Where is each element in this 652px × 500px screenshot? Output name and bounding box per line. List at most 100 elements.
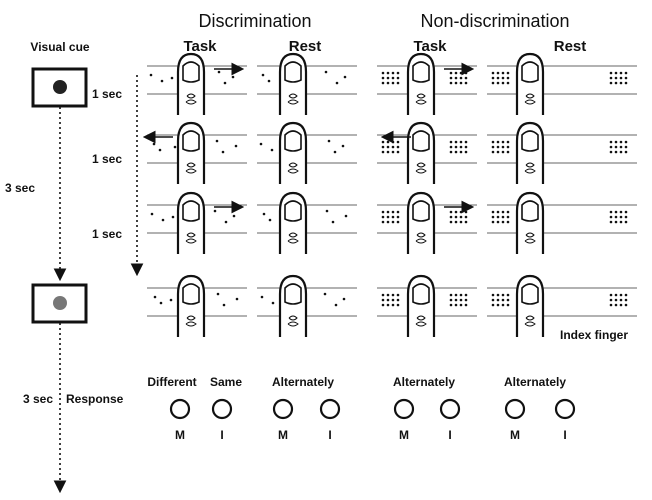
braille-dot: [396, 81, 400, 85]
response-button[interactable]: [439, 398, 461, 420]
braille-dot: [464, 210, 468, 214]
finger-outline: [176, 274, 206, 337]
response-button[interactable]: [393, 398, 415, 420]
braille-dot: [501, 298, 505, 302]
braille-dot: [386, 81, 390, 85]
braille-dot: [609, 76, 613, 80]
one-sec-label-1: 1 sec: [92, 87, 122, 101]
braille-dot: [216, 292, 220, 296]
braille-dot: [464, 71, 468, 75]
fingerprint-lines: [287, 93, 299, 105]
braille-dot: [391, 303, 395, 307]
braille-dot: [506, 220, 510, 224]
braille-panel: [147, 52, 247, 115]
fingernail-outline: [412, 130, 430, 152]
braille-dot: [324, 70, 328, 74]
braille-dot: [449, 303, 453, 307]
braille-dot: [268, 218, 272, 222]
braille-dot: [381, 81, 385, 85]
response-key-label: I: [328, 428, 331, 442]
braille-dot: [464, 145, 468, 149]
braille-dot: [149, 73, 153, 77]
braille-dot: [501, 293, 505, 297]
finger-outline: [406, 191, 436, 254]
response-button[interactable]: [169, 398, 191, 420]
braille-dot: [325, 209, 329, 213]
braille-dot: [344, 214, 348, 218]
braille-dot: [171, 215, 175, 219]
visual-cue-dot-start: [53, 80, 67, 94]
braille-dot: [386, 303, 390, 307]
braille-dot: [506, 76, 510, 80]
braille-dot: [619, 298, 623, 302]
fingerprint-lines: [524, 232, 536, 244]
braille-dot: [614, 298, 618, 302]
finger-outline: [278, 191, 308, 254]
braille-dot: [619, 303, 623, 307]
braille-dot: [158, 148, 162, 152]
response-button[interactable]: [504, 398, 526, 420]
braille-dot: [491, 210, 495, 214]
braille-dot: [459, 298, 463, 302]
braille-dot: [454, 150, 458, 154]
braille-dot: [609, 293, 613, 297]
braille-dot: [624, 303, 628, 307]
fingerprint-lines: [287, 232, 299, 244]
braille-dot: [396, 210, 400, 214]
fingerprint-lines: [287, 315, 299, 327]
braille-dot: [624, 71, 628, 75]
response-button[interactable]: [211, 398, 233, 420]
braille-dot: [459, 81, 463, 85]
fingernail-outline: [521, 200, 539, 222]
braille-dot: [624, 150, 628, 154]
braille-dot: [260, 295, 264, 299]
header-non-discrimination-rest: Rest: [554, 38, 587, 55]
response-button[interactable]: [272, 398, 294, 420]
braille-dot: [454, 210, 458, 214]
braille-dot: [609, 210, 613, 214]
braille-dot: [343, 75, 347, 79]
braille-panel: [147, 121, 247, 184]
braille-dot: [491, 150, 495, 154]
response-button[interactable]: [554, 398, 576, 420]
braille-dot: [391, 215, 395, 219]
response-key-label: I: [563, 428, 566, 442]
braille-dot: [501, 150, 505, 154]
braille-dot: [624, 140, 628, 144]
braille-dot: [609, 220, 613, 224]
three-sec-label-bottom: 3 sec: [23, 392, 53, 406]
braille-dot: [386, 150, 390, 154]
braille-dot: [454, 145, 458, 149]
braille-dot: [449, 215, 453, 219]
braille-dot: [261, 73, 265, 77]
braille-dot: [215, 139, 219, 143]
braille-dot: [160, 79, 164, 83]
braille-panel: [487, 274, 637, 337]
finger-outline: [515, 274, 545, 337]
braille-dot: [506, 293, 510, 297]
braille-dot: [496, 145, 500, 149]
braille-dot: [614, 303, 618, 307]
braille-dot: [381, 140, 385, 144]
three-sec-label-top: 3 sec: [5, 181, 35, 195]
braille-dot: [609, 81, 613, 85]
braille-dot: [333, 150, 337, 154]
response-option-label: Same: [210, 375, 242, 389]
fingernail-outline: [284, 200, 302, 222]
braille-dot: [496, 71, 500, 75]
braille-panel: [487, 52, 637, 115]
braille-dot: [496, 140, 500, 144]
braille-dot: [386, 220, 390, 224]
braille-panel: [147, 191, 247, 254]
one-sec-label-3: 1 sec: [92, 227, 122, 241]
response-button[interactable]: [319, 398, 341, 420]
braille-dot: [619, 71, 623, 75]
braille-dot: [381, 293, 385, 297]
fingerprint-lines: [185, 232, 197, 244]
finger-outline: [278, 52, 308, 115]
finger-outline: [278, 274, 308, 337]
braille-dot: [152, 142, 156, 146]
braille-dot: [386, 298, 390, 302]
braille-dot: [449, 145, 453, 149]
braille-dot: [459, 71, 463, 75]
